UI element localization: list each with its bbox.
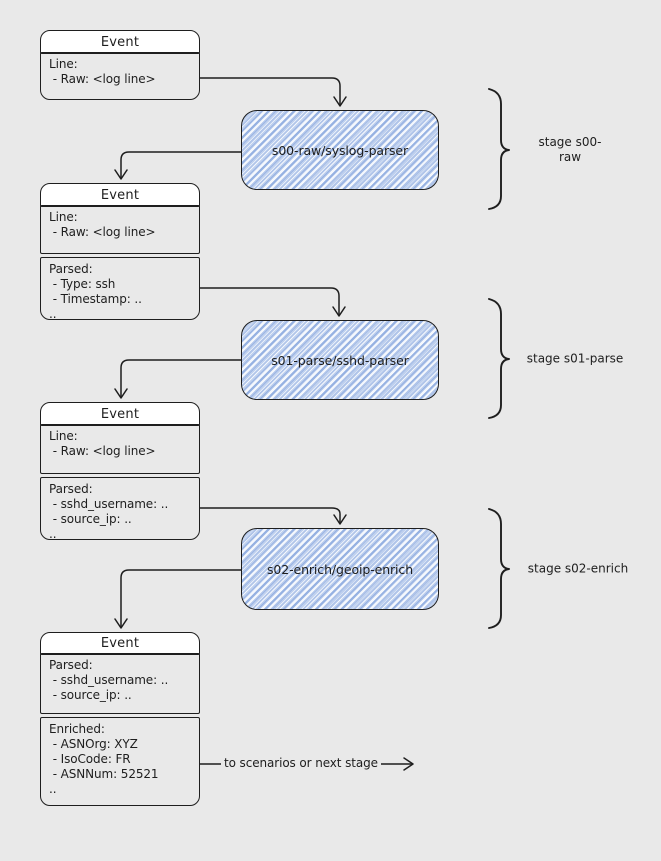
event-field: - Raw: <log line> [49,444,156,459]
stage-brace-s02 [488,508,510,629]
event-field: Parsed: [49,481,93,496]
event-field: - IsoCode: FR [49,751,131,766]
stage-label-s01: stage s01-parse [526,351,624,366]
arrowhead-down-icon [333,514,347,525]
event-section-line: Line: - Raw: <log line> [40,205,200,255]
event-title: Event [40,402,200,426]
event-field: - Raw: <log line> [49,72,156,87]
event-field: Enriched: [49,721,105,736]
stage-label-s02: stage s02-enrich [527,561,629,576]
event-field: - ASNNum: 52521 [49,766,159,781]
flow-arrow-4 [120,359,242,397]
event-field: Parsed: [49,261,93,276]
stage-brace-s01 [488,298,510,419]
arrowhead-down-icon [333,96,347,107]
event-title: Event [40,183,200,207]
event-field: - Timestamp: .. [49,291,142,306]
event-node-2: Event Line: - Raw: <log line> Parsed: - … [40,183,200,320]
event-field: .. [49,526,57,540]
arrowhead-down-icon [114,388,128,399]
parser-label: s01-parse/sshd-parser [271,352,409,368]
parser-label: s00-raw/syslog-parser [271,142,409,158]
parser-label: s02-enrich/geoip-enrich [266,561,414,577]
flow-arrow-6 [120,569,242,627]
event-field: - source_ip: .. [49,688,132,703]
event-field: - sshd_username: .. [49,673,169,688]
event-section-line: Line: - Raw: <log line> [40,424,200,475]
flow-arrow-5 [199,507,341,523]
event-field: - ASNOrg: XYZ [49,736,138,751]
event-field: Line: [49,429,78,444]
event-field: .. [49,306,57,320]
event-field: .. [49,781,57,796]
flow-arrow-1 [199,77,341,105]
arrowhead-down-icon [332,306,346,317]
event-field: - sshd_username: .. [49,496,169,511]
event-section-line: Line: - Raw: <log line> [40,52,200,100]
stage-brace-s00 [488,88,510,210]
event-title: Event [40,30,200,54]
arrowhead-down-icon [114,169,128,180]
arrowhead-down-icon [114,618,128,629]
flow-arrow-3 [199,287,340,315]
event-title: Event [40,632,200,655]
event-field: Line: [49,57,78,72]
event-section-parsed: Parsed: - sshd_username: .. - source_ip:… [40,476,200,540]
flow-arrow-2 [120,151,242,178]
event-section-parsed: Parsed: - sshd_username: .. - source_ip:… [40,653,200,715]
output-arrow-label: to scenarios or next stage [221,756,381,770]
arrowhead-right-icon [403,757,414,771]
event-field: Parsed: [49,658,93,673]
event-field: - source_ip: .. [49,511,132,526]
event-field: - Type: ssh [49,276,116,291]
event-node-3: Event Line: - Raw: <log line> Parsed: - … [40,402,200,540]
stage-label-s00: stage s00-raw [538,135,602,164]
event-field: Line: [49,210,78,225]
parser-node-s02: s02-enrich/geoip-enrich [241,528,439,610]
event-section-parsed: Parsed: - Type: ssh - Timestamp: .. .. [40,256,200,320]
parser-node-s01: s01-parse/sshd-parser [241,320,439,400]
parser-node-s00: s00-raw/syslog-parser [241,110,439,190]
event-field: - Raw: <log line> [49,225,156,240]
event-node-4: Event Parsed: - sshd_username: .. - sour… [40,632,200,806]
event-node-1: Event Line: - Raw: <log line> [40,30,200,100]
event-section-enriched: Enriched: - ASNOrg: XYZ - IsoCode: FR - … [40,716,200,806]
